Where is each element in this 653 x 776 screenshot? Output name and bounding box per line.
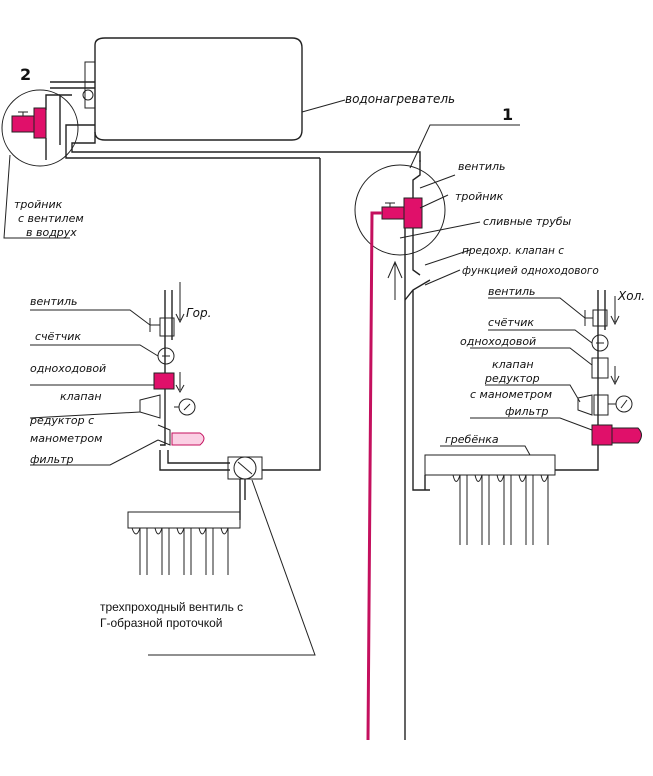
label-right-check-2: клапан	[492, 358, 534, 371]
label-left-reducer-1: редуктор с	[29, 414, 94, 427]
label-right-valve2: вентиль	[488, 285, 536, 298]
label-left-hot: Гор.	[186, 306, 211, 320]
label-right-cold: Хол.	[617, 289, 645, 303]
label-left-filter: фильтр	[30, 453, 73, 466]
label-left-meter: счётчик	[35, 330, 81, 343]
right-filter-tip	[611, 427, 642, 444]
label-threeway-1: трехпроходный вентиль с	[100, 600, 243, 614]
label-tee-vent-1: тройник	[14, 198, 63, 211]
boiler-pipes	[50, 81, 421, 162]
label-left-check-2: клапан	[60, 390, 102, 403]
label-safety-valve-1: предохр. клапан с	[462, 245, 564, 257]
right-filter-body	[591, 424, 613, 446]
left-valve-icon	[159, 317, 175, 337]
tee-vent-left	[11, 115, 35, 133]
water-heater	[82, 37, 346, 141]
label-left-check-1: одноходовой	[30, 362, 106, 375]
label-left-valve: вентиль	[30, 295, 78, 308]
label-tee-vent-3: в водрух	[26, 226, 77, 239]
label-right-filter: фильтр	[505, 405, 548, 418]
right-tee-box	[403, 197, 423, 229]
detail-circle-1	[354, 124, 520, 741]
label-right-reducer-1: редуктор	[484, 372, 540, 385]
detail-circle-2	[1, 89, 79, 239]
tee-vent-body	[33, 107, 47, 139]
right-return-pipes	[387, 228, 471, 740]
label-right-tee: тройник	[455, 190, 504, 203]
label-right-reducer-2: с манометром	[470, 388, 552, 401]
left-manifold	[127, 511, 241, 575]
label-tee-vent-2: с вентилем	[18, 212, 84, 225]
label-boiler: водонагреватель	[345, 92, 455, 106]
label-drain-pipes: сливные трубы	[483, 215, 572, 228]
label-right-check-1: одноходовой	[460, 335, 536, 348]
left-check-valve	[153, 372, 175, 390]
label-num-1: 1	[502, 105, 513, 124]
label-num-2: 2	[20, 65, 31, 84]
label-right-meter: счётчик	[488, 316, 534, 329]
right-manifold	[424, 454, 556, 545]
right-valve-box	[381, 206, 405, 220]
right-check-icon	[591, 357, 609, 379]
label-safety-valve-2: функцией одноходового	[462, 265, 599, 277]
label-right-valve: вентиль	[458, 160, 506, 173]
hot-supply-pipe	[262, 158, 321, 471]
label-right-manifold: гребёнка	[445, 433, 499, 446]
right-assembly	[440, 290, 642, 471]
label-left-reducer-2: манометром	[30, 432, 102, 445]
label-threeway-2: Г-образной проточкой	[100, 616, 222, 630]
left-assembly	[29, 282, 230, 471]
